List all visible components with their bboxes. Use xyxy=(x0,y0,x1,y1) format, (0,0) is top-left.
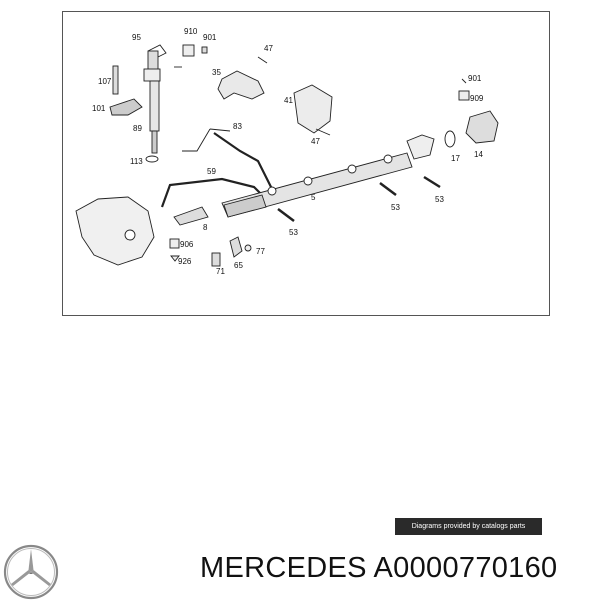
label-53c: 53 xyxy=(289,228,298,237)
label-906: 906 xyxy=(180,240,194,249)
seal-113 xyxy=(145,155,159,163)
connector-906 xyxy=(169,238,180,249)
label-910: 910 xyxy=(184,27,198,36)
label-8: 8 xyxy=(203,223,208,232)
label-65: 65 xyxy=(234,261,243,270)
bracket-35 xyxy=(217,70,265,100)
label-71: 71 xyxy=(216,267,225,276)
bolt-47a xyxy=(257,56,268,64)
mercedes-star-logo xyxy=(3,544,59,600)
screw-107 xyxy=(112,65,119,95)
diagram-frame xyxy=(62,11,550,316)
bracket-41 xyxy=(293,84,333,134)
label-59: 59 xyxy=(207,167,216,176)
bolt-53b xyxy=(423,175,441,189)
connector-901 xyxy=(201,46,208,54)
part-77 xyxy=(244,244,252,252)
label-41: 41 xyxy=(284,96,293,105)
label-47a: 47 xyxy=(264,44,273,53)
label-14: 14 xyxy=(474,150,483,159)
clip-65 xyxy=(229,236,243,258)
bolt-53c xyxy=(277,208,295,222)
label-926: 926 xyxy=(178,257,192,266)
connector-909 xyxy=(458,90,470,101)
connector-901b xyxy=(461,78,467,84)
bolt-53a xyxy=(379,182,397,196)
label-53b: 53 xyxy=(435,195,444,204)
connector-910 xyxy=(182,44,195,57)
bolt-47b xyxy=(315,128,331,136)
label-77: 77 xyxy=(256,247,265,256)
high-pressure-pump xyxy=(75,196,155,266)
label-17: 17 xyxy=(451,154,460,163)
parts-diagram: 95 910 901 47 107 35 901 909 101 89 83 4… xyxy=(75,27,499,276)
fuel-rail-5 xyxy=(221,152,413,218)
clamp-101 xyxy=(109,98,143,116)
label-901b: 901 xyxy=(468,74,482,83)
callout-labels: 95 910 901 47 107 35 901 909 101 89 83 4… xyxy=(92,27,484,276)
label-95: 95 xyxy=(132,33,141,42)
part-71 xyxy=(211,252,221,267)
label-53a: 53 xyxy=(391,203,400,212)
part-title: MERCEDES A0000770160 xyxy=(200,552,557,585)
label-901a: 901 xyxy=(203,33,217,42)
sensor-8 xyxy=(173,206,209,226)
part-926 xyxy=(170,255,180,262)
pressure-valve-14 xyxy=(465,110,499,144)
label-83: 83 xyxy=(233,122,242,131)
brand-name: MERCEDES xyxy=(200,552,367,584)
credit-banner xyxy=(395,518,542,535)
fuel-line-83 xyxy=(213,132,273,190)
label-107: 107 xyxy=(98,77,112,86)
part-number: A0000770160 xyxy=(373,552,558,584)
credit-text: Diagrams provided by catalogs parts xyxy=(411,523,526,530)
fuel-line-59 xyxy=(160,177,265,208)
label-113: 113 xyxy=(130,157,143,166)
label-101: 101 xyxy=(92,104,106,113)
injector-part xyxy=(143,44,167,154)
label-909: 909 xyxy=(470,94,484,103)
seal-17 xyxy=(444,130,456,148)
label-5: 5 xyxy=(311,193,316,202)
label-47b: 47 xyxy=(311,137,320,146)
label-89: 89 xyxy=(133,124,142,133)
label-35: 35 xyxy=(212,68,221,77)
